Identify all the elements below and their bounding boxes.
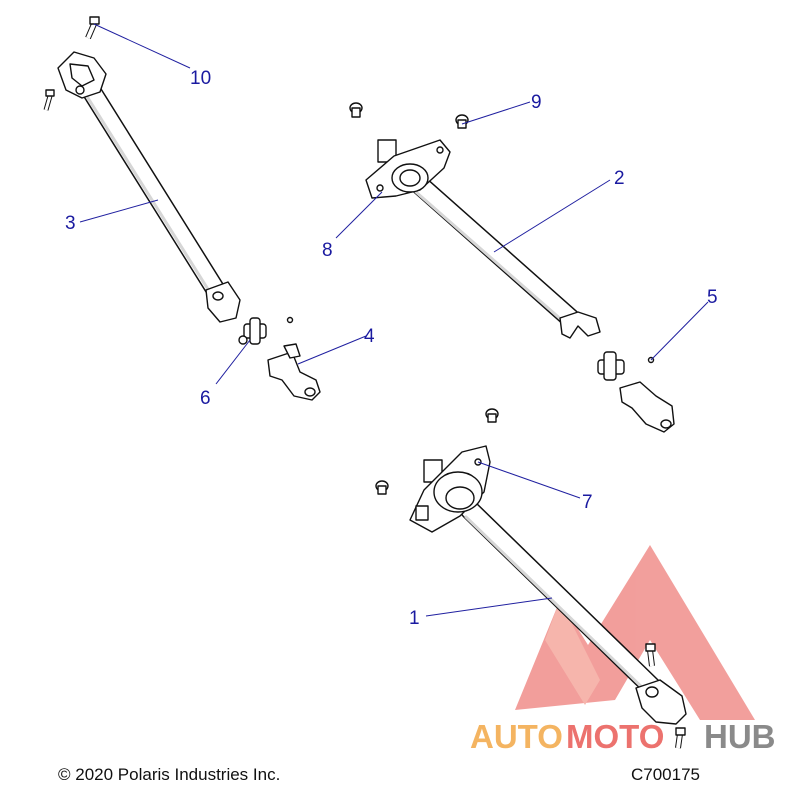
part-6-ujoint (238, 317, 267, 345)
diagram-code: C700175 (631, 765, 701, 784)
callout-8: 8 (322, 240, 333, 261)
part-8-bearing (365, 139, 451, 199)
watermark-hub: HUB (704, 718, 776, 755)
part-10-bolt (85, 16, 100, 40)
copyright-text: © 2020 Polaris Industries Inc. (58, 765, 281, 784)
part-7-bearing (409, 445, 491, 533)
part-9-bolt (455, 114, 469, 129)
bolt-lower-left (375, 480, 389, 495)
leader-lines (79, 23, 709, 617)
watermark-logo (515, 545, 755, 720)
yoke-right (619, 381, 675, 433)
callout-1: 1 (409, 608, 420, 629)
bolt-mid-top (349, 102, 363, 118)
callout-6: 6 (200, 388, 211, 409)
grease-fitting-left (286, 316, 294, 324)
callout-5: 5 (707, 287, 718, 308)
watermark-auto: AUTO (470, 718, 563, 755)
screw-left (43, 89, 55, 111)
callout-2: 2 (614, 168, 625, 189)
part-3-shaft (57, 51, 241, 323)
bolt-lower-upper (645, 643, 656, 667)
ujoint-right (597, 351, 625, 381)
callout-4: 4 (364, 326, 375, 347)
callout-7: 7 (582, 492, 593, 513)
part-4-yoke (267, 343, 321, 401)
part-1-shaft (423, 459, 687, 725)
bolt-mid-bottom (485, 408, 499, 423)
watermark-moto: MOTO (566, 718, 664, 755)
bolt-lower-bottom (675, 727, 686, 749)
callout-9: 9 (531, 92, 542, 113)
watermark-text: AUTO MOTO HUB (470, 718, 776, 755)
callout-10: 10 (190, 68, 211, 89)
callout-3: 3 (65, 213, 76, 234)
